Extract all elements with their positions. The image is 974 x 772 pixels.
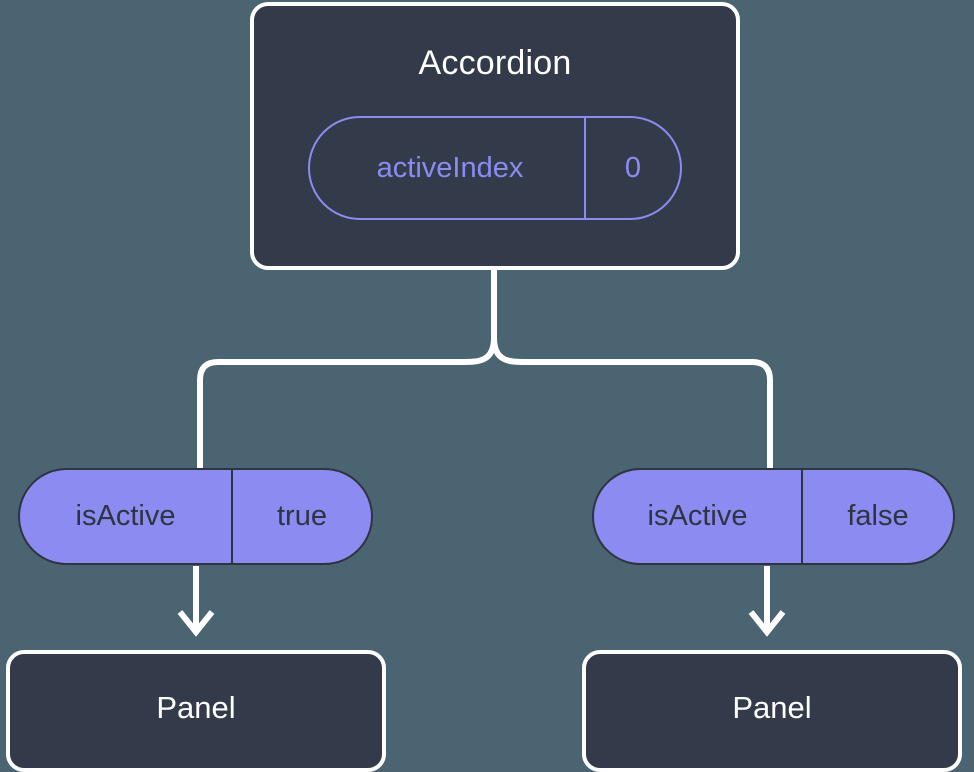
accordion-title: Accordion [418,44,572,82]
is-active-prop-pill-right[interactable]: isActive false [592,468,955,565]
panel-component-node-left[interactable]: Panel [6,650,386,772]
is-active-key-left: isActive [20,470,233,563]
arrow-head-right [748,610,786,637]
is-active-value-right: false [847,500,909,532]
is-active-key-right: isActive [594,470,803,563]
fork-connector-right [491,335,773,473]
arrow-head-left [177,610,215,637]
active-index-value: 0 [624,151,642,184]
panel-title-right: Panel [732,689,812,725]
panel-title-left: Panel [156,689,236,725]
active-index-key: activeIndex [310,118,586,218]
is-active-value-left: true [277,500,327,532]
is-active-prop-pill-left[interactable]: isActive true [18,468,373,565]
active-index-state-pill[interactable]: activeIndex 0 [308,116,682,220]
fork-connector [197,267,497,473]
panel-component-node-right[interactable]: Panel [582,650,962,772]
